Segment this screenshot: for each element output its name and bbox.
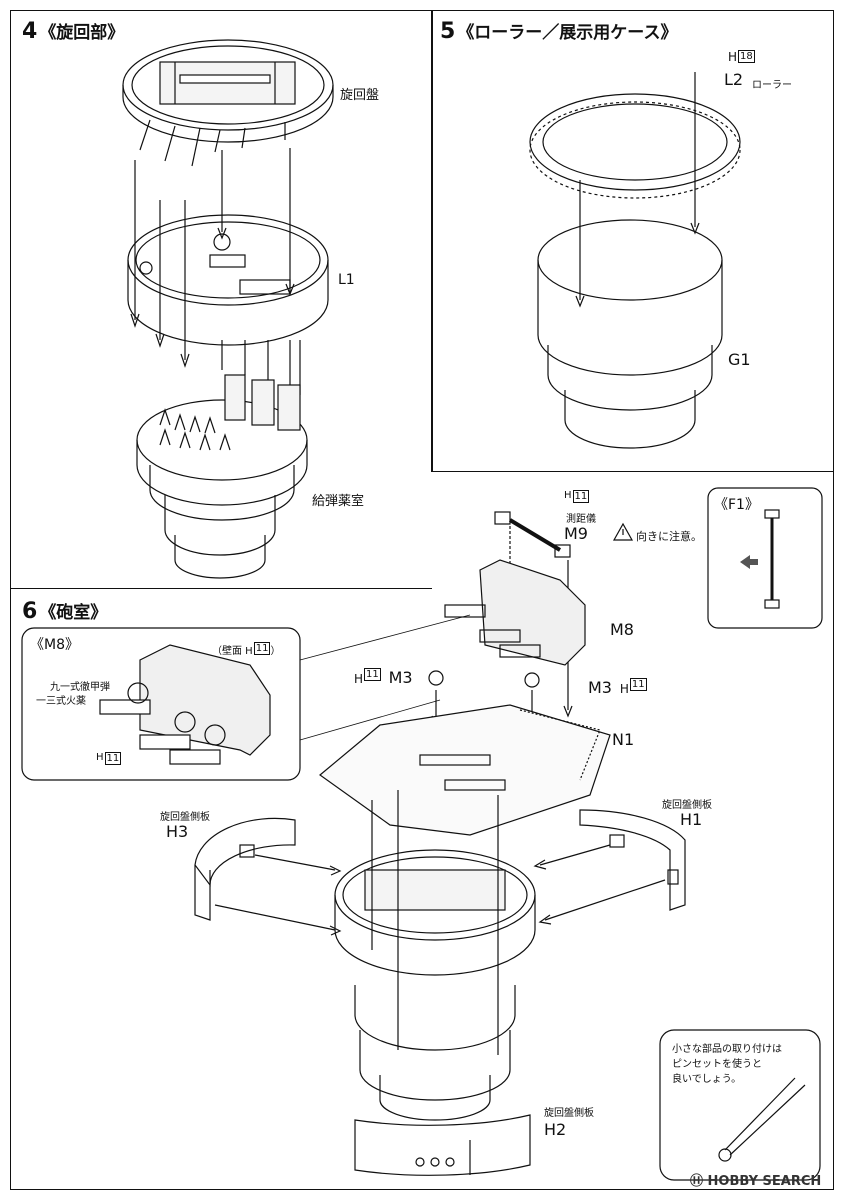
charge-label: 一三式火薬 <box>36 696 86 707</box>
tip-line-3: 良いでしょう。 <box>672 1074 742 1085</box>
watermark-logo: Ⓗ HOBBY SEARCH <box>690 1174 822 1189</box>
tip-box <box>659 1029 821 1181</box>
M8-box-title: 《M8》 <box>30 637 79 653</box>
caution-text: 向きに注意。 <box>636 530 702 543</box>
F1-box <box>707 487 823 629</box>
H3-desc: 旋回盤側板 <box>160 812 210 823</box>
label-H3: H3 <box>166 822 189 841</box>
section-4-title: 4《旋回部》 <box>22 19 125 44</box>
N1-deck-part <box>319 704 611 836</box>
section-4-arrows <box>130 148 301 395</box>
section-5-arrows <box>575 72 700 308</box>
section-6-panel <box>10 472 834 1190</box>
label-M8: M8 <box>610 620 634 639</box>
caution-icon <box>612 522 634 541</box>
turntable-part <box>122 39 334 167</box>
M8-detail-drawing <box>99 644 271 765</box>
section-5-panel <box>432 10 834 472</box>
section-6-title: 6《砲室》 <box>22 599 108 624</box>
label-roller: ローラー <box>752 80 792 91</box>
label-turntable: 旋回盤 <box>340 88 380 103</box>
H1-desc: 旋回盤側板 <box>662 800 712 811</box>
magazine-part <box>136 374 308 579</box>
M3-left-part <box>428 670 444 686</box>
tweezers-icon <box>718 1077 806 1162</box>
tip-line-1: 小さな部品の取り付けは <box>672 1044 782 1055</box>
label-L2: L2 <box>724 70 744 89</box>
label-magazine: 給弾薬室 <box>312 494 365 509</box>
M3-right-part <box>524 672 540 688</box>
turret-body <box>334 849 536 1121</box>
label-N1: N1 <box>612 730 635 749</box>
label-G1: G1 <box>728 350 751 369</box>
tip-line-2: ピンセットを使うと <box>672 1059 762 1070</box>
F1-label: 《F1》 <box>714 497 759 513</box>
H1-side-plate <box>579 809 686 911</box>
M8-detail-box <box>21 627 301 781</box>
label-H2: H2 <box>544 1120 567 1139</box>
L2-roller-ring <box>529 93 741 199</box>
section-6-top-edge <box>10 588 432 589</box>
H2-side-plate <box>354 1114 531 1176</box>
rangefinder-label: 測距儀 <box>566 514 596 525</box>
G1-display-case <box>537 219 723 449</box>
M8-part <box>444 559 586 666</box>
watermark-icon: Ⓗ <box>690 1174 708 1189</box>
label-L1: L1 <box>338 272 355 288</box>
H3-side-plate <box>194 817 296 921</box>
label-H1: H1 <box>680 810 703 829</box>
L1-ring-part <box>127 214 329 346</box>
F1-part <box>764 509 780 609</box>
section-5-title: 5《ローラー／展示用ケース》 <box>440 19 678 44</box>
label-M9: M9 <box>564 524 588 543</box>
shell-label: 九一式徹甲弾 <box>50 682 110 693</box>
H2-desc: 旋回盤側板 <box>544 1108 594 1119</box>
F1-arrow <box>740 555 758 569</box>
